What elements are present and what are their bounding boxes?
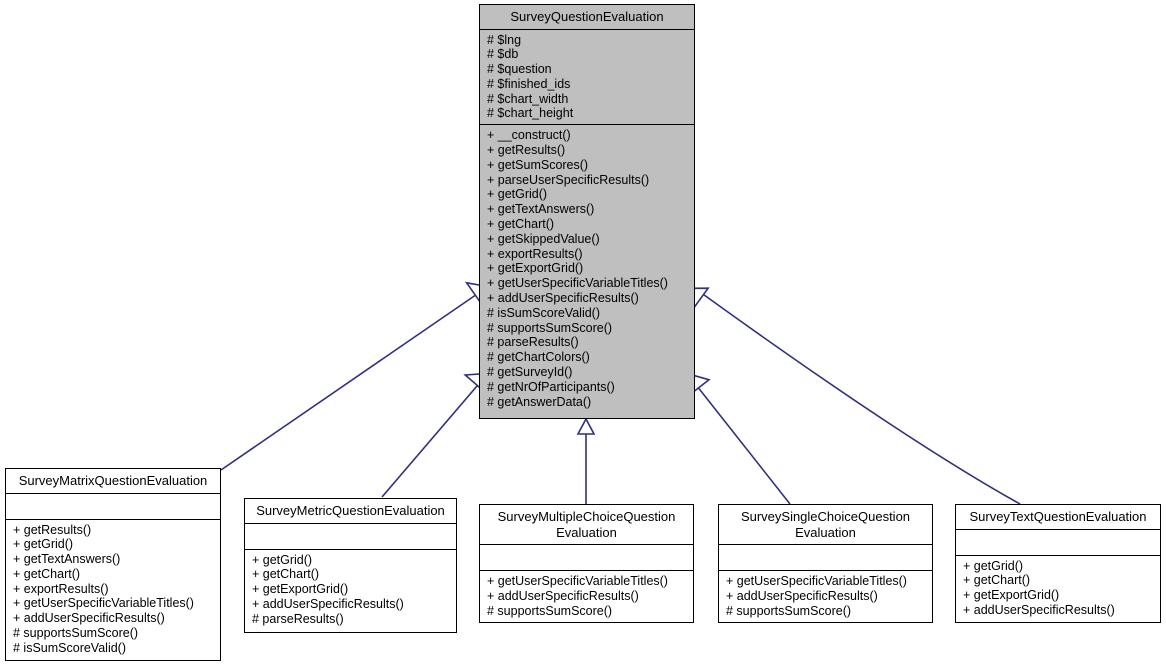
class-attributes-survey-matrix-question-evaluation (6, 494, 220, 520)
operation-get-export-grid: + getExportGrid() (487, 261, 584, 276)
operation-supports-sum-score: # supportsSumScore() (726, 603, 852, 618)
edge-multiplechoice-to-root (576, 417, 596, 504)
operation-add-user-specific-results: + addUserSpecificResults() (487, 291, 639, 306)
class-operations-survey-text-question-evaluation: + getGrid() + getChart() + getExportGrid… (956, 556, 1160, 621)
operation-get-grid: + getGrid() (963, 558, 1024, 573)
class-name-survey-multiple-choice-question-evaluation: SurveyMultipleChoiceQuestion Evaluation (480, 505, 693, 545)
operation-get-results: + getResults() (487, 143, 566, 158)
class-box-survey-multiple-choice-question-evaluation[interactable]: SurveyMultipleChoiceQuestion Evaluation … (479, 504, 694, 623)
edge-metric-to-root (381, 372, 485, 498)
attribute-question: # $question (487, 62, 552, 77)
operation-get-nr-of-participants: # getNrOfParticipants() (487, 379, 615, 394)
operation-get-user-specific-variable-titles: + getUserSpecificVariableTitles() (487, 276, 668, 291)
class-operations-survey-single-choice-question-evaluation: + getUserSpecificVariableTitles() + addU… (719, 571, 932, 621)
attribute-db: # $db (487, 47, 519, 62)
operation-get-sum-scores: + getSumScores() (487, 157, 589, 172)
operation-add-user-specific-results: + addUserSpecificResults() (13, 611, 165, 626)
operation-parse-results: # parseResults() (252, 611, 344, 626)
class-operations-survey-matrix-question-evaluation: + getResults() + getGrid() + getTextAnsw… (6, 520, 220, 659)
edge-matrix-to-root (220, 281, 486, 471)
class-attributes-survey-question-evaluation: # $lng # $db # $question # $finished_ids… (480, 30, 694, 126)
class-name-survey-single-choice-question-evaluation: SurveySingleChoiceQuestion Evaluation (719, 505, 932, 545)
attribute-chart-height: # $chart_height (487, 106, 574, 121)
operation-export-results: + exportResults() (487, 246, 583, 261)
operation-get-grid: + getGrid() (13, 537, 74, 552)
operation-get-text-answers: + getTextAnswers() (487, 202, 595, 217)
attribute-finished-ids: # $finished_ids (487, 76, 571, 91)
operation-parse-results: # parseResults() (487, 335, 579, 350)
operation-get-chart-colors: # getChartColors() (487, 350, 590, 365)
operation-parse-user-specific-results: + parseUserSpecificResults() (487, 172, 650, 187)
operation-get-export-grid: + getExportGrid() (252, 582, 349, 597)
operation-add-user-specific-results: + addUserSpecificResults() (963, 602, 1115, 617)
edge-singlechoice-to-root (690, 373, 791, 505)
operation-get-answer-data: # getAnswerData() (487, 394, 592, 409)
class-attributes-survey-single-choice-question-evaluation (719, 545, 932, 571)
operation-add-user-specific-results: + addUserSpecificResults() (487, 588, 639, 603)
class-name-survey-question-evaluation: SurveyQuestionEvaluation (480, 5, 694, 30)
class-attributes-survey-metric-question-evaluation (245, 524, 456, 550)
operation-get-results: + getResults() (13, 522, 92, 537)
operation-supports-sum-score: # supportsSumScore() (487, 603, 613, 618)
class-operations-survey-question-evaluation: + __construct() + getResults() + getSumS… (480, 125, 694, 412)
operation-get-skipped-value: + getSkippedValue() (487, 231, 600, 246)
class-box-survey-matrix-question-evaluation[interactable]: SurveyMatrixQuestionEvaluation + getResu… (5, 468, 221, 661)
edge-text-to-root (688, 287, 1021, 505)
operation-get-chart: + getChart() (13, 566, 81, 581)
operation-export-results: + exportResults() (13, 581, 109, 596)
operation-get-export-grid: + getExportGrid() (963, 588, 1060, 603)
class-box-survey-question-evaluation[interactable]: SurveyQuestionEvaluation # $lng # $db # … (479, 4, 695, 419)
operation-add-user-specific-results: + addUserSpecificResults() (252, 596, 404, 611)
class-box-survey-text-question-evaluation[interactable]: SurveyTextQuestionEvaluation + getGrid()… (955, 504, 1161, 623)
operation-construct: + __construct() (487, 128, 571, 143)
operation-get-chart: + getChart() (252, 567, 320, 582)
operation-get-text-answers: + getTextAnswers() (13, 552, 121, 567)
operation-get-chart: + getChart() (487, 217, 555, 232)
class-name-survey-metric-question-evaluation: SurveyMetricQuestionEvaluation (245, 499, 456, 524)
operation-get-grid: + getGrid() (487, 187, 548, 202)
operation-is-sum-score-valid: # isSumScoreValid() (487, 305, 601, 320)
class-box-survey-single-choice-question-evaluation[interactable]: SurveySingleChoiceQuestion Evaluation + … (718, 504, 933, 623)
attribute-lng: # $lng (487, 32, 522, 47)
operation-get-user-specific-variable-titles: + getUserSpecificVariableTitles() (487, 574, 668, 588)
operation-get-survey-id: # getSurveyId() (487, 365, 573, 380)
operation-get-chart: + getChart() (963, 573, 1031, 588)
operation-supports-sum-score: # supportsSumScore() (487, 320, 613, 335)
class-attributes-survey-text-question-evaluation (956, 530, 1160, 556)
class-attributes-survey-multiple-choice-question-evaluation (480, 545, 693, 571)
operation-get-user-specific-variable-titles: + getUserSpecificVariableTitles() (726, 574, 907, 588)
operation-get-grid: + getGrid() (252, 552, 313, 567)
class-name-survey-matrix-question-evaluation: SurveyMatrixQuestionEvaluation (6, 469, 220, 494)
attribute-chart-width: # $chart_width (487, 91, 569, 106)
operation-is-sum-score-valid: # isSumScoreValid() (13, 640, 127, 655)
class-operations-survey-metric-question-evaluation: + getGrid() + getChart() + getExportGrid… (245, 550, 456, 630)
operation-get-user-specific-variable-titles: + getUserSpecificVariableTitles() (13, 596, 194, 611)
class-operations-survey-multiple-choice-question-evaluation: + getUserSpecificVariableTitles() + addU… (480, 571, 693, 621)
class-name-survey-text-question-evaluation: SurveyTextQuestionEvaluation (956, 505, 1160, 530)
operation-add-user-specific-results: + addUserSpecificResults() (726, 588, 878, 603)
operation-supports-sum-score: # supportsSumScore() (13, 626, 139, 641)
class-box-survey-metric-question-evaluation[interactable]: SurveyMetricQuestionEvaluation + getGrid… (244, 498, 457, 633)
